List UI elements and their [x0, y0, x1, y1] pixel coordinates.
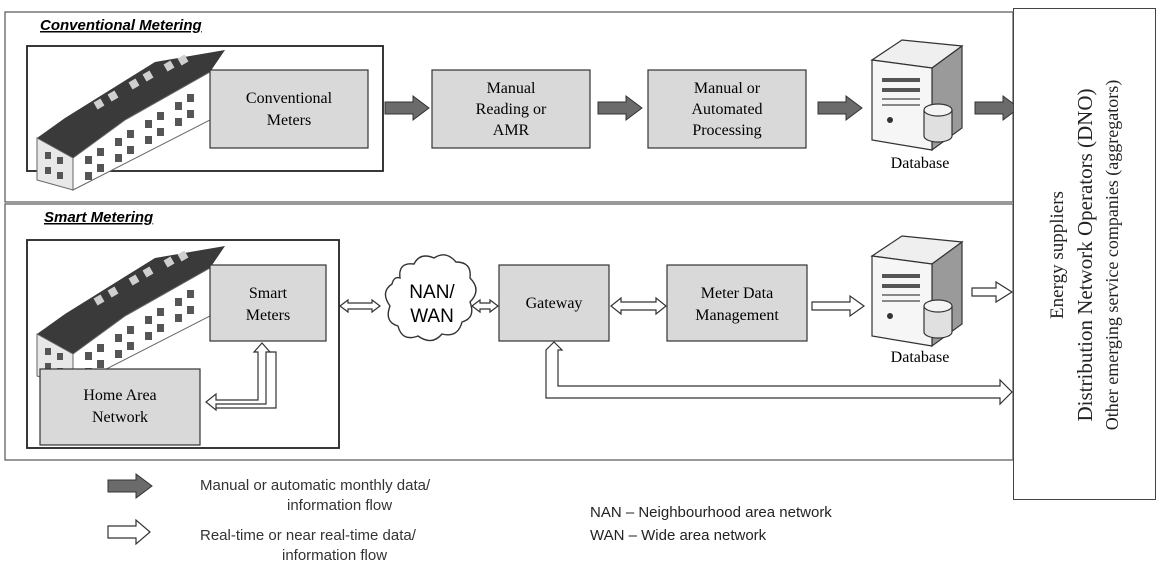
legend-light-line1: Real-time or near real-time data/	[200, 527, 417, 544]
legend-light-arrow-icon	[107, 518, 151, 546]
gateway-recipients-arrow	[545, 341, 1013, 406]
database-icon	[871, 235, 963, 347]
cloud-gateway-arrow	[471, 298, 499, 314]
legend-dark-arrow-label: Manual or automatic monthly data/ inform…	[200, 477, 434, 514]
conventional-database-label: Database	[891, 155, 950, 172]
recipient-dno: Distribution Network Operators (DNO)	[1073, 88, 1097, 422]
recipients-panel	[1013, 8, 1156, 500]
nan-wan-label: NAN/WAN	[409, 282, 455, 327]
legend-wan: WAN – Wide area network	[590, 527, 767, 544]
legend-light-line2: information flow	[282, 547, 387, 564]
mdm-database-arrow	[811, 294, 866, 318]
recipients-text: Energy suppliers Distribution Network Op…	[1045, 20, 1125, 490]
gateway-label: Gateway	[526, 295, 583, 312]
recipient-aggregators: Other emerging service companies (aggreg…	[1102, 79, 1122, 431]
smart-database-label: Database	[891, 349, 950, 366]
gateway-box	[498, 264, 610, 342]
legend-dark-arrow-icon	[107, 473, 153, 499]
home-area-network-box	[39, 368, 201, 446]
manual-reading-box	[431, 69, 591, 149]
legend-light-arrow-label: Real-time or near real-time data/ inform…	[200, 527, 420, 564]
meter-data-management-box	[666, 264, 808, 342]
meter-cloud-arrow	[339, 298, 381, 314]
gateway-mdm-arrow	[610, 296, 667, 316]
smart-title: Smart Metering	[44, 209, 153, 226]
recipient-energy-suppliers: Energy suppliers	[1047, 191, 1068, 319]
conventional-title: Conventional Metering	[40, 17, 202, 34]
processing-box	[647, 69, 807, 149]
legend-nan: NAN – Neighbourhood area network	[590, 504, 832, 521]
conventional-meters-box	[209, 69, 369, 149]
database-icon	[871, 39, 963, 151]
smart-meters-box	[209, 264, 327, 342]
han-meter-link-arrow	[205, 342, 272, 412]
legend-dark-line2: information flow	[287, 497, 392, 514]
database-recipients-arrow	[971, 280, 1014, 304]
legend-dark-line1: Manual or automatic monthly data/	[200, 477, 431, 494]
nan-wan-cloud	[384, 254, 477, 342]
